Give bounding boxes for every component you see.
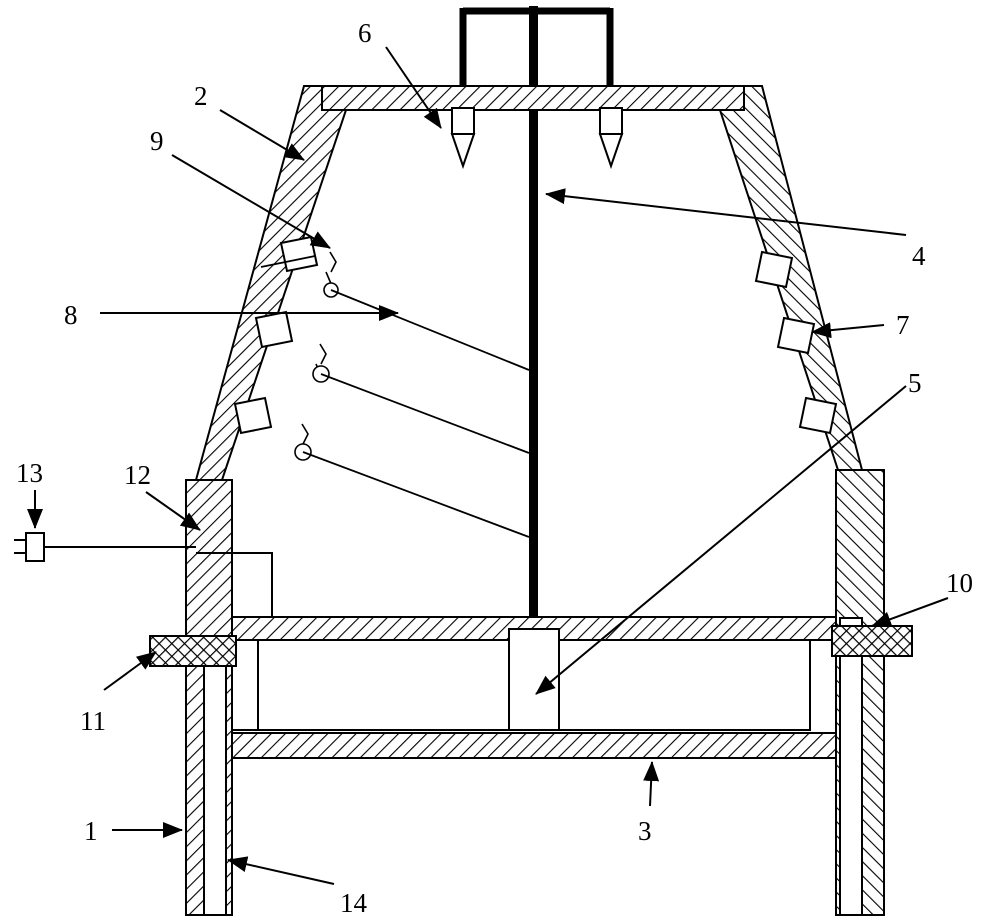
wall-fitting-right-1	[754, 250, 794, 289]
callout-label-7: 7	[896, 310, 910, 340]
callout-label-8: 8	[64, 300, 78, 330]
vessel-right-wall	[718, 85, 864, 471]
center-block	[508, 628, 560, 731]
nozzle-left	[450, 107, 476, 170]
callout-label-1: 1	[84, 816, 98, 846]
wall-fitting-left-3	[233, 396, 273, 435]
right-leg-insert	[839, 617, 863, 916]
leader-5	[535, 385, 907, 695]
leader-2	[219, 109, 305, 161]
nozzle-right	[598, 107, 624, 170]
leader-3	[643, 761, 660, 807]
callout-label-6: 6	[358, 18, 372, 48]
callout-label-14: 14	[340, 888, 367, 918]
wall-fitting-right-2	[776, 316, 816, 355]
callout-label-5: 5	[908, 368, 922, 398]
wall-fitting-left-2	[254, 310, 294, 349]
leader-10	[871, 597, 949, 627]
vessel-left-wall	[194, 85, 348, 481]
leader-6	[385, 46, 442, 129]
probe-lead-3	[302, 451, 530, 538]
port-duct	[196, 552, 273, 617]
leader-9	[171, 154, 331, 249]
tray-base-band	[231, 732, 837, 759]
callout-label-10: 10	[946, 568, 973, 598]
wall-fitting-left-1	[279, 235, 319, 273]
leader-12	[145, 491, 201, 531]
wall-fitting-right-3	[798, 396, 838, 435]
probe-lead-2	[320, 373, 530, 454]
vessel-top-plate	[321, 85, 745, 111]
callout-label-13: 13	[16, 458, 43, 488]
callout-label-3: 3	[638, 816, 652, 846]
callout-label-12: 12	[124, 460, 151, 490]
callout-label-2: 2	[194, 81, 208, 111]
callout-label-4: 4	[912, 241, 926, 271]
leader-11	[103, 651, 157, 691]
center-rod	[529, 6, 538, 621]
left-leg-insert	[203, 647, 227, 916]
bolt-right	[831, 625, 913, 657]
side-port	[14, 532, 196, 562]
leader-7	[811, 322, 885, 339]
callout-label-9: 9	[150, 126, 164, 156]
bolt-left	[149, 635, 237, 667]
probe-lead-1	[330, 289, 530, 371]
callout-label-11: 11	[80, 706, 106, 736]
leader-14	[227, 856, 335, 885]
leader-4	[545, 188, 907, 236]
